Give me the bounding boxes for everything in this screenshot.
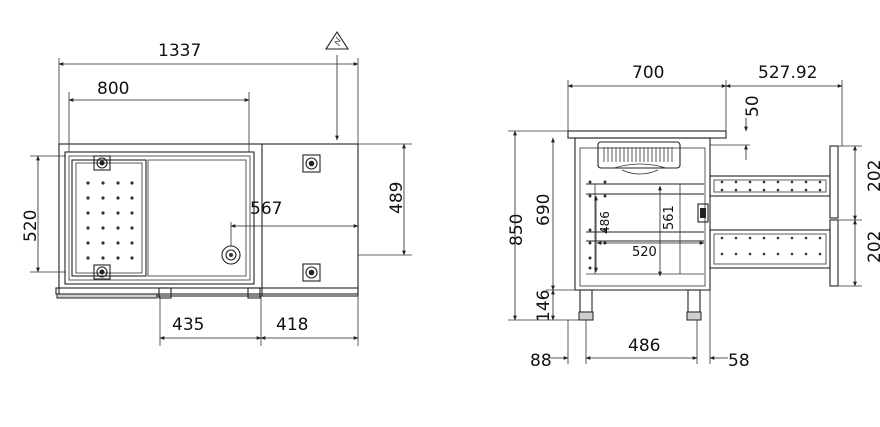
dim-body-height: 690: [534, 194, 554, 226]
compressor-unit: [597, 141, 681, 175]
dim-leg-spacing: 486: [628, 336, 660, 356]
dim-bottom-left: 435: [172, 315, 204, 335]
dim-depth-left: 520: [21, 210, 41, 242]
side-view: 700 527.92 50 850 690 146 561 486 520 20…: [507, 63, 880, 371]
drain-outlet: [221, 245, 241, 265]
front-rail: [55, 287, 359, 295]
dim-inner-width-side: 520: [632, 245, 657, 260]
drawer-bottom: [709, 219, 839, 287]
dim-inner-height: 561: [662, 205, 677, 230]
dim-top-thickness: 50: [743, 95, 763, 117]
dim-cabinet-depth: 700: [632, 63, 664, 83]
dim-drawer-height-bottom: 202: [865, 231, 880, 263]
dim-right-offset: 58: [728, 351, 750, 371]
dim-total-height: 850: [507, 214, 527, 246]
right-knob-top: [302, 154, 321, 173]
right-knob-bottom: [302, 263, 321, 282]
leg-right: [686, 289, 702, 321]
warning-icon: [324, 30, 350, 50]
dim-drawer-height-top: 202: [865, 160, 880, 192]
dim-leg-height: 146: [534, 290, 554, 322]
dim-inner-small: 486: [598, 211, 612, 234]
top-view: 1337 800 520 489 567 435 418: [21, 30, 412, 346]
top-view-outline: [58, 143, 359, 297]
dim-drain-offset: 567: [250, 199, 282, 219]
dim-bottom-right: 418: [276, 315, 308, 335]
perforated-basket: [71, 159, 147, 277]
basket-knob-bottom: [93, 264, 111, 280]
dim-inner-width: 800: [97, 79, 129, 99]
sink-compartment: [64, 151, 255, 285]
dim-total-width: 1337: [158, 41, 201, 61]
worktop: [567, 130, 727, 139]
leg-left: [578, 289, 594, 321]
basket-holes: [86, 181, 134, 260]
basket-knob-top: [93, 155, 111, 171]
dim-depth-right: 489: [387, 182, 407, 214]
dim-left-offset: 88: [530, 351, 552, 371]
drawer-top: [709, 145, 839, 219]
dim-drawer-extension: 527.92: [758, 63, 817, 83]
